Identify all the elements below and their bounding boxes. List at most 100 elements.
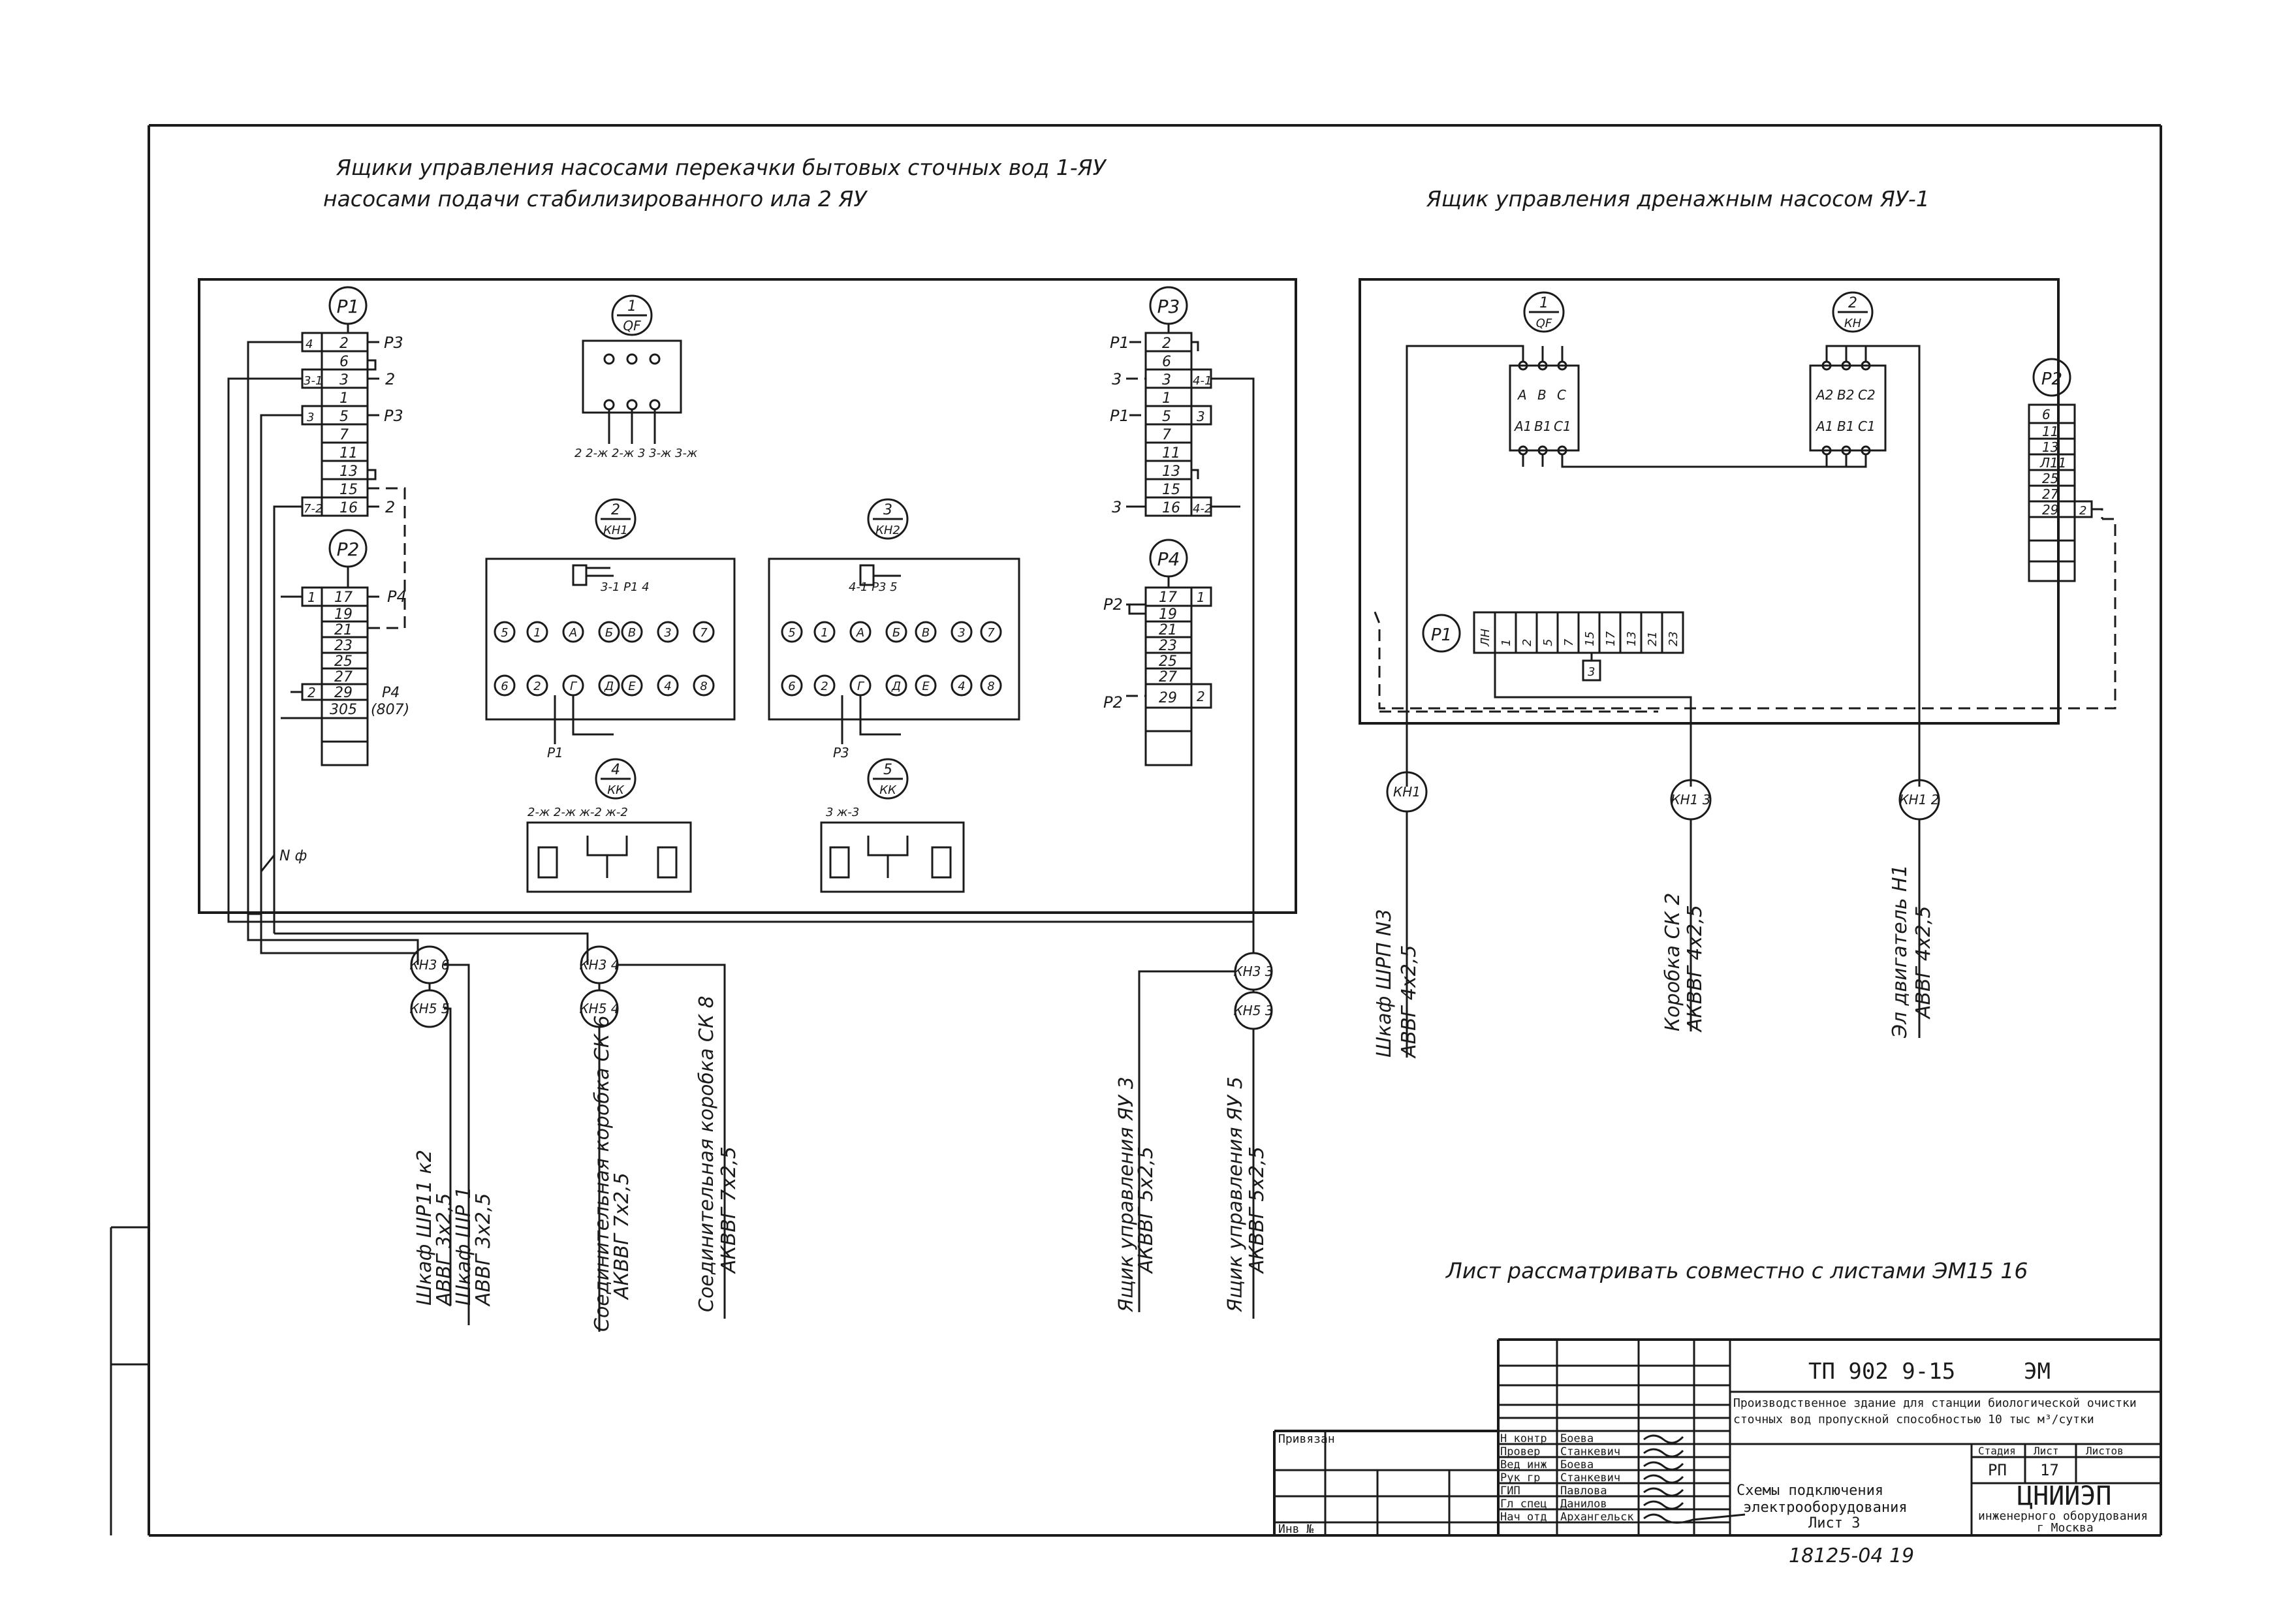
kn1-tags: 3-1 Р1 4 <box>601 580 650 594</box>
left-heading-line1: Ящики управления насосами перекачки быто… <box>336 155 1107 180</box>
right-p2-tag: 2 <box>2079 504 2086 518</box>
p2-row: 19 <box>334 606 353 623</box>
cable-spec: АВВГ 3х2,5 <box>472 1193 495 1308</box>
cable-marker: КН3 3 <box>1233 964 1273 979</box>
p2-row: 25 <box>334 653 353 670</box>
role-cell: Н контр <box>1500 1432 1547 1445</box>
qf-right-code: QF <box>1536 317 1552 330</box>
thermal-relay-kk2: 5 КК 3 ж-3 <box>820 758 965 893</box>
kn2-term: 4 <box>958 680 965 693</box>
p1-right-tag: 2 <box>385 370 395 388</box>
role-cell: Нач отд <box>1500 1511 1547 1524</box>
cable-spec: АКВВГ 7х2,5 <box>610 1172 633 1300</box>
p2-row: 305 <box>330 702 357 718</box>
kn-right-term: В2 <box>1837 387 1854 403</box>
p1-row: 5 <box>339 409 349 425</box>
role-cell: Провер <box>1500 1445 1540 1458</box>
org-line2: инженерного оборудования <box>1978 1509 2148 1523</box>
p2-row: 21 <box>334 622 353 638</box>
kn2-term: 6 <box>788 680 795 693</box>
breaker-qf-right: 1 QF А В С А1 В1 С1 <box>1509 291 1580 456</box>
p1-rows: 2 6 3 1 5 7 11 13 15 16 <box>322 336 368 516</box>
p2-right-tag: Р4 <box>387 588 407 606</box>
p4-left-tag: Р2 <box>1103 595 1123 614</box>
kn1-term: Д <box>604 680 614 693</box>
cable-name: Шкаф ШРП N3 <box>1373 909 1396 1058</box>
p3-row: 7 <box>1162 427 1171 443</box>
right-panel: 1 QF А В С А1 В1 С1 2 КН А2 В2 С2 А1 В1 <box>1359 278 2116 787</box>
kn2-term: Г <box>857 680 865 693</box>
kn1-term: 1 <box>533 626 541 640</box>
p1-label: Р1 <box>337 296 360 317</box>
kn2-term: 8 <box>987 680 994 693</box>
kn2-term: 7 <box>987 626 995 640</box>
sheet-value: 17 <box>2040 1461 2059 1479</box>
p3-right-tag: 4-1 <box>1193 374 1212 388</box>
terminal-block-p1: Р1 2 6 3 1 5 7 11 13 15 <box>301 286 406 517</box>
p3-row: 1 <box>1162 390 1171 407</box>
p1-row: 16 <box>339 500 358 516</box>
inv-label: Инв № <box>1278 1522 1313 1536</box>
qf-right-term: В1 <box>1534 418 1551 434</box>
p2-row: 27 <box>334 669 353 685</box>
kn2-term: В <box>922 626 930 640</box>
cable-spec: АКВВГ 4х2,5 <box>1684 905 1706 1033</box>
right-p2-row: Л11 <box>2039 455 2067 471</box>
kn-right-term: С1 <box>1858 418 1876 434</box>
cable-spec: АКВВГ 7х2,5 <box>717 1146 740 1274</box>
cable-marker: КН3 4 <box>579 957 619 973</box>
kn1-term: А <box>569 626 577 640</box>
p1-row: 11 <box>339 445 358 462</box>
p2-row: 23 <box>334 638 353 654</box>
qf-num: 1 <box>627 298 637 315</box>
cable-spec: АКВВГ 5х2,5 <box>1246 1146 1268 1274</box>
terminal-block-p2: Р2 17 19 21 23 25 27 29 305 1 2 Р4 <box>301 507 409 766</box>
right-p1-cell: ЛН <box>1479 628 1492 647</box>
right-p1-cell: 7 <box>1562 638 1576 646</box>
p1-row: 1 <box>339 390 349 407</box>
name-cell: Боева <box>1560 1432 1594 1445</box>
p3-right-tag: 4-2 <box>1193 502 1212 516</box>
kn1-term: 3 <box>664 626 671 640</box>
p1-right-tag: Р3 <box>384 334 403 352</box>
p1-left-tag: 3-1 <box>304 374 322 388</box>
sheet-header: Лист <box>2034 1445 2059 1457</box>
kn1-term: 2 <box>533 680 541 693</box>
sheet-title-1: Схемы подключения <box>1737 1483 1883 1499</box>
cable-spec: АКВВГ 5х2,5 <box>1135 1146 1157 1274</box>
kn2-term: 3 <box>958 626 965 640</box>
kn-right-num: 2 <box>1848 295 1857 311</box>
kn1-num: 2 <box>611 502 620 518</box>
p1-right-tag: 2 <box>385 498 395 516</box>
p3-row: 3 <box>1162 372 1171 388</box>
contactor-kn-right: 2 КН А2 В2 С2 А1 В1 С1 <box>1809 291 1887 456</box>
right-p2-row: 29 <box>2042 502 2058 518</box>
kn1-term: 6 <box>501 680 508 693</box>
left-cable-labels: Шкаф ШР11 к2 АВВГ 3х2,5 Шкаф ШР 1 АВВГ 3… <box>413 996 1268 1332</box>
cable-marker: КН1 2 <box>1899 792 1939 808</box>
right-p2-row: 25 <box>2042 471 2058 486</box>
right-terminal-p1: Р1 ЛН 1 2 5 7 15 17 13 21 23 3 <box>1422 611 1692 787</box>
p4-row: 29 <box>1159 690 1177 706</box>
left-wiring-bus: N ф <box>227 341 1255 965</box>
p2-right-tag: (807) <box>371 702 409 718</box>
signatures <box>1643 1434 1746 1524</box>
p4-row: 19 <box>1159 606 1177 623</box>
kn2-term: А <box>856 626 864 640</box>
kn2-terminals: 5 1 А Б В 3 7 6 2 Г Д Е 4 8 <box>781 621 1002 697</box>
kn-right-term: С2 <box>1858 387 1876 403</box>
right-p1-cell: 5 <box>1541 639 1555 646</box>
doc-mark: ЭМ <box>2024 1359 2051 1385</box>
right-p2-label: Р2 <box>2041 369 2062 389</box>
p1-row: 6 <box>339 354 349 370</box>
p1-left-tag: 3 <box>307 411 314 424</box>
p3-left-tag: Р1 <box>1110 334 1129 352</box>
doc-number: ТП 902 9-15 <box>1808 1359 1955 1385</box>
p4-row: 17 <box>1159 589 1177 606</box>
name-cell: Архангельск <box>1560 1511 1634 1524</box>
contactor-kn2: 3 КН2 4-1 Р3 5 5 1 А Б В 3 7 6 2 Г Д Е <box>768 498 1020 761</box>
p4-right-tag: 1 <box>1197 589 1205 605</box>
right-cable-labels: Шкаф ШРП N3 АВВГ 4х2,5 Коробка СК 2 АКВВ… <box>1373 864 1935 1059</box>
cable-name: Шкаф ШР 1 <box>452 1186 475 1306</box>
title-block: ТП 902 9-15 ЭМ Производственное здание д… <box>1273 1338 2161 1567</box>
